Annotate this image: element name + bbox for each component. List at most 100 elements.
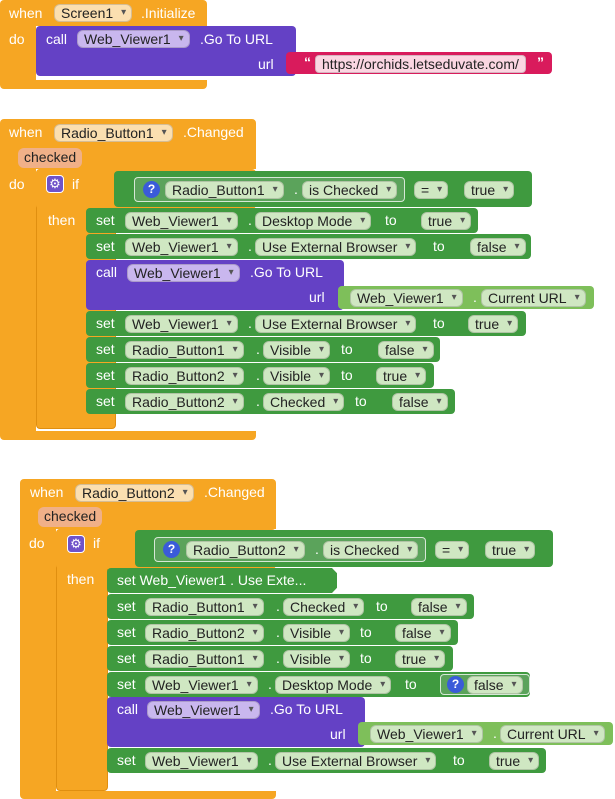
component-dropdown[interactable]: Web_Viewer1 xyxy=(77,30,190,48)
url-text-field[interactable]: https://orchids.letseduvate.com/ xyxy=(315,55,526,73)
property-dropdown[interactable]: Visible xyxy=(283,650,350,668)
call-keyword: call xyxy=(117,701,139,717)
collapsed-set-block[interactable] xyxy=(107,568,337,593)
property-dropdown[interactable]: Use External Browser xyxy=(255,315,417,333)
component-dropdown[interactable]: Web_Viewer1 xyxy=(125,315,238,333)
component-dropdown[interactable]: Radio_Button2 xyxy=(186,541,305,559)
to-keyword: to xyxy=(376,598,388,614)
component-dropdown[interactable]: Radio_Button1 xyxy=(145,650,264,668)
component-dropdown[interactable]: Screen1 xyxy=(54,4,133,22)
to-keyword: to xyxy=(341,367,353,383)
help-icon[interactable]: ? xyxy=(447,676,464,693)
property-dropdown[interactable]: Use External Browser xyxy=(275,752,437,770)
dot-separator: . xyxy=(268,752,272,768)
component-dropdown[interactable]: Web_Viewer1 xyxy=(125,212,238,230)
set-keyword: set xyxy=(96,393,115,409)
component-dropdown[interactable]: Web_Viewer1 xyxy=(125,238,238,256)
when-keyword: when xyxy=(9,5,43,21)
dot-separator: . xyxy=(294,181,298,197)
call-keyword: call xyxy=(46,31,68,47)
to-keyword: to xyxy=(433,315,445,331)
property-dropdown[interactable]: Desktop Mode xyxy=(255,212,372,230)
set-keyword: set xyxy=(96,367,115,383)
boolean-dropdown[interactable]: true xyxy=(485,541,536,559)
boolean-dropdown[interactable]: true xyxy=(464,181,515,199)
set-keyword: set xyxy=(117,650,136,666)
property-dropdown[interactable]: Desktop Mode xyxy=(275,676,392,694)
to-keyword: to xyxy=(341,341,353,357)
when-keyword: when xyxy=(9,124,43,140)
method-name: .Go To URL xyxy=(250,264,323,280)
property-dropdown[interactable]: is Checked xyxy=(323,541,419,559)
boolean-dropdown[interactable]: true xyxy=(468,315,519,333)
component-dropdown[interactable]: Web_Viewer1 xyxy=(127,264,240,282)
to-keyword: to xyxy=(360,650,372,666)
param-checked[interactable]: checked xyxy=(38,507,103,527)
url-label: url xyxy=(258,56,274,72)
boolean-dropdown[interactable]: false xyxy=(378,341,434,359)
boolean-dropdown[interactable]: true xyxy=(421,212,472,230)
method-name: .Go To URL xyxy=(200,31,273,47)
when-keyword: when xyxy=(30,484,64,500)
component-dropdown[interactable]: Web_Viewer1 xyxy=(370,725,483,743)
property-dropdown[interactable]: Current URL xyxy=(481,289,586,307)
gear-icon[interactable]: ⚙ xyxy=(46,175,64,193)
dot-separator: . xyxy=(248,212,252,228)
boolean-dropdown[interactable]: true xyxy=(395,650,446,668)
set-keyword: set xyxy=(96,341,115,357)
to-keyword: to xyxy=(360,624,372,640)
to-keyword: to xyxy=(355,393,367,409)
set-keyword: set xyxy=(117,624,136,640)
component-dropdown[interactable]: Radio_Button2 xyxy=(75,484,194,502)
component-dropdown[interactable]: Web_Viewer1 xyxy=(145,752,258,770)
dot-separator: . xyxy=(248,238,252,254)
operator-dropdown[interactable]: = xyxy=(435,541,470,559)
call-keyword: call xyxy=(96,264,118,280)
property-dropdown[interactable]: Checked xyxy=(263,393,345,411)
method-name: .Go To URL xyxy=(270,701,343,717)
boolean-dropdown[interactable]: false xyxy=(392,393,448,411)
close-quote: ” xyxy=(537,54,544,70)
boolean-dropdown[interactable]: false xyxy=(467,676,523,694)
dot-separator: . xyxy=(268,676,272,692)
to-keyword: to xyxy=(405,676,417,692)
dot-separator: . xyxy=(276,598,280,614)
event-name: .Changed xyxy=(204,484,265,500)
component-dropdown[interactable]: Radio_Button1 xyxy=(54,124,173,142)
boolean-dropdown[interactable]: true xyxy=(489,752,540,770)
set-keyword: set xyxy=(96,238,115,254)
component-dropdown[interactable]: Radio_Button1 xyxy=(125,341,244,359)
operator-dropdown[interactable]: = xyxy=(414,181,449,199)
help-icon[interactable]: ? xyxy=(143,181,160,198)
component-dropdown[interactable]: Web_Viewer1 xyxy=(147,701,260,719)
property-dropdown[interactable]: Current URL xyxy=(500,725,605,743)
property-dropdown[interactable]: Visible xyxy=(263,341,330,359)
url-label: url xyxy=(309,289,325,305)
component-dropdown[interactable]: Radio_Button2 xyxy=(145,624,264,642)
boolean-dropdown[interactable]: false xyxy=(411,598,467,616)
component-dropdown[interactable]: Radio_Button2 xyxy=(125,393,244,411)
set-keyword: set xyxy=(117,676,136,692)
set-keyword: set xyxy=(117,752,136,768)
help-icon[interactable]: ? xyxy=(163,541,180,558)
boolean-dropdown[interactable]: true xyxy=(376,367,427,385)
if-keyword: if xyxy=(72,176,79,192)
property-dropdown[interactable]: Checked xyxy=(283,598,365,616)
boolean-dropdown[interactable]: false xyxy=(470,238,526,256)
boolean-dropdown[interactable]: false xyxy=(395,624,451,642)
property-dropdown[interactable]: Visible xyxy=(263,367,330,385)
component-dropdown[interactable]: Radio_Button1 xyxy=(165,181,284,199)
property-dropdown[interactable]: is Checked xyxy=(302,181,398,199)
component-dropdown[interactable]: Web_Viewer1 xyxy=(145,676,258,694)
do-keyword: do xyxy=(29,535,45,551)
dot-separator: . xyxy=(256,367,260,383)
open-quote: “ xyxy=(304,54,311,70)
component-dropdown[interactable]: Radio_Button1 xyxy=(145,598,264,616)
param-checked[interactable]: checked xyxy=(18,148,83,168)
gear-icon[interactable]: ⚙ xyxy=(67,535,85,553)
set-keyword: set xyxy=(96,212,115,228)
property-dropdown[interactable]: Visible xyxy=(283,624,350,642)
component-dropdown[interactable]: Radio_Button2 xyxy=(125,367,244,385)
component-dropdown[interactable]: Web_Viewer1 xyxy=(350,289,463,307)
property-dropdown[interactable]: Use External Browser xyxy=(255,238,417,256)
